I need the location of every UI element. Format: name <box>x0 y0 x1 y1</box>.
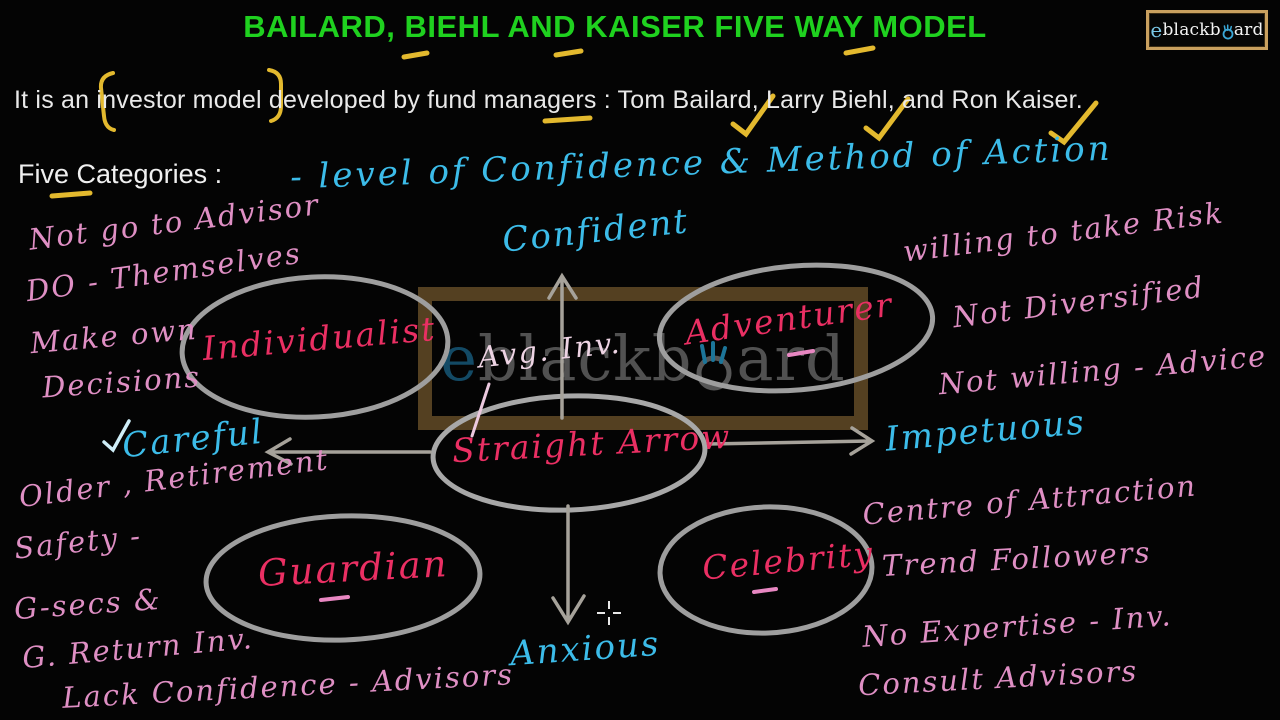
logo-brand-end: ard <box>1233 20 1264 40</box>
note-guardian-3: G-secs & <box>12 581 163 627</box>
note-adventurer-3: Not willing - Advice <box>937 338 1269 402</box>
note-guardian-4: G. Return Inv. <box>20 620 255 676</box>
five-categories-label: Five Categories : <box>18 159 223 189</box>
page-title: BAILARD, BIEHL AND KAISER FIVE WAY MODEL <box>243 9 987 44</box>
arrow-down <box>551 504 586 626</box>
hand-o-icon <box>1222 24 1234 40</box>
note-guardian-5: Lack Confidence - Advisors <box>61 657 515 715</box>
note-adventurer-2: Not Diversified <box>950 269 1207 335</box>
node-guardian: Guardian <box>257 542 450 595</box>
node-individualist: Individualist <box>200 308 438 369</box>
axis-label-impetuous: Impetuous <box>883 402 1088 460</box>
crosshair-cursor <box>597 601 621 625</box>
logo-brand-e: e <box>1150 18 1163 42</box>
title-dash-2 <box>553 48 584 58</box>
guardian-dash <box>319 595 350 602</box>
watermark-brand-e: e <box>440 322 478 395</box>
title-dash-1 <box>401 50 430 60</box>
arrow-right <box>706 426 876 456</box>
logo-brand-mid: blackb <box>1162 20 1221 40</box>
note-celebrity-3: No Expertise - Inv. <box>861 598 1174 654</box>
title-dash-3 <box>843 45 876 56</box>
categories-underline <box>49 190 93 199</box>
watermark-brand-mid: blackb <box>477 322 693 395</box>
celebrity-dash <box>752 587 778 594</box>
axis-label-anxious: Anxious <box>508 623 662 675</box>
note-celebrity-1: Centre of Attraction <box>861 468 1199 532</box>
five-categories-note: - level of Confidence & Method of Action <box>289 128 1114 198</box>
note-individualist-3: Make own <box>28 311 200 361</box>
note-adventurer-1: willing to take Risk <box>901 195 1226 269</box>
intro-sentence: It is an investor model developed by fun… <box>14 86 1083 114</box>
managers-underline <box>542 115 593 124</box>
note-individualist-4: Decisions <box>40 359 203 405</box>
note-guardian-2: Safety - <box>12 518 144 566</box>
note-celebrity-2: Trend Followers <box>881 534 1153 584</box>
note-celebrity-4: Consult Advisors <box>857 653 1139 703</box>
node-celebrity: Celebrity <box>700 533 876 588</box>
axis-label-confident: Confident <box>500 201 691 261</box>
